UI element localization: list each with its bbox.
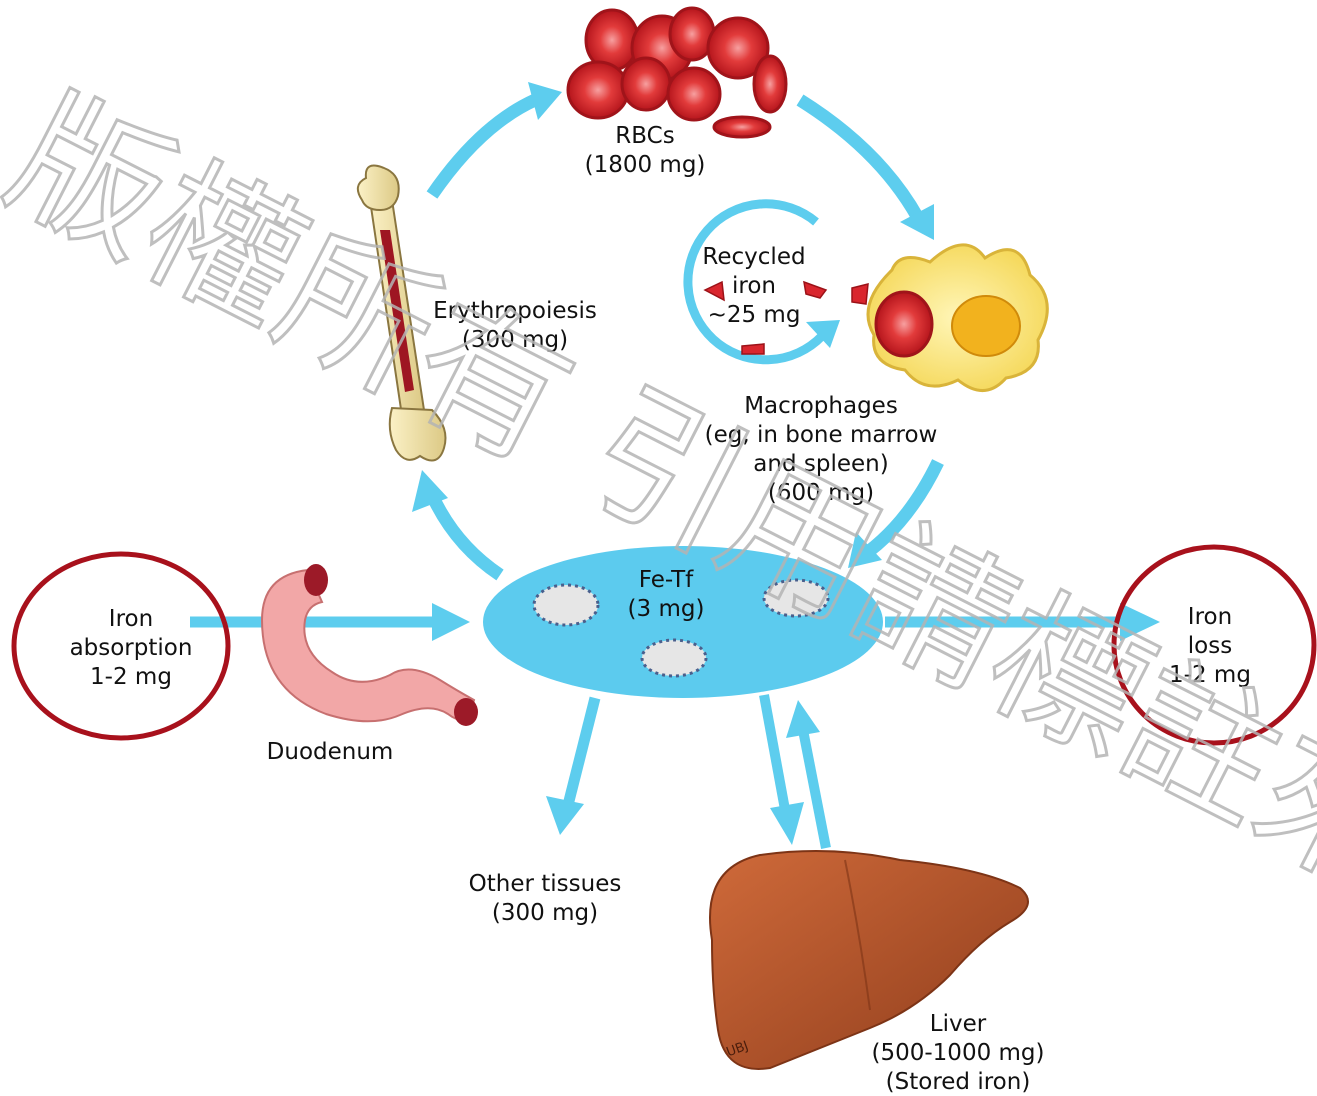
duodenum-opening-bottom [454,698,478,726]
recycled-amount: ~25 mg [684,301,824,330]
other-tissues-title: Other tissues [440,870,650,899]
bone-top-head [358,166,399,210]
bone-bottom-head [390,408,446,461]
rbc-cell [668,68,720,120]
recycled-subtitle: iron [684,272,824,301]
rbcs-amount: (1800 mg) [560,151,730,180]
arrow-fetf-to-erythropoiesis [432,495,500,575]
rbc-cell [754,56,786,112]
rbcs-label: RBCs (1800 mg) [560,122,730,180]
arrow-liver-to-fetf [803,730,826,848]
iron-fragment [852,284,868,304]
macrophages-label: Macrophages (eg, in bone marrow and sple… [676,392,966,508]
loss-subtitle: loss [1150,632,1270,661]
loss-title: Iron [1150,603,1270,632]
cycle-arrows [190,100,1125,848]
engulfed-rbc [876,292,932,356]
other-tissues-amount: (300 mg) [440,899,650,928]
erythropoiesis-amount: (300 mg) [410,326,620,355]
liver-title: Liver [838,1010,1078,1039]
absorption-title: Iron [46,605,216,634]
macrophages-desc-1: (eg, in bone marrow [676,421,966,450]
macrophage-cell [868,245,1047,391]
duodenum-label: Duodenum [250,738,410,767]
iron-fragment [742,344,764,354]
transferrin-molecule [642,640,706,676]
absorption-subtitle: absorption [46,634,216,663]
arrow-fetf-to-other-tissues [568,698,595,805]
arrowhead-other-tissues [546,796,584,835]
transferrin-molecule [764,580,828,616]
duodenum-opening-top [304,564,328,596]
arrow-erythropoiesis-to-rbcs [432,100,535,195]
recycled-iron-label: Recycled iron ~25 mg [684,243,824,330]
arrowhead-liver [770,802,804,845]
recycled-title: Recycled [684,243,824,272]
rbc-cluster [568,8,786,137]
fetf-label: Fe-Tf (3 mg) [606,566,726,624]
transferrin-molecule [534,585,598,625]
loss-amount: 1-2 mg [1150,661,1270,690]
other-tissues-label: Other tissues (300 mg) [440,870,650,928]
fetf-amount: (3 mg) [606,595,726,624]
duodenum-title: Duodenum [250,738,410,767]
macrophages-title: Macrophages [676,392,966,421]
macrophages-desc-2: and spleen) [676,450,966,479]
arrowhead-liver-return [786,700,820,738]
macrophages-amount: (600 mg) [676,479,966,508]
liver-label: Liver (500-1000 mg) (Stored iron) [838,1010,1078,1096]
iron-loss-label: Iron loss 1-2 mg [1150,603,1270,690]
arrow-rbcs-to-macrophages [800,100,918,218]
rbc-cell [622,58,670,110]
iron-absorption-label: Iron absorption 1-2 mg [46,605,216,692]
fetf-title: Fe-Tf [606,566,726,595]
arrowhead-rbcs [528,82,562,120]
rbcs-title: RBCs [560,122,730,151]
arrowhead-absorption [432,603,470,641]
arrow-fetf-to-liver [764,695,786,815]
liver-note: (Stored iron) [838,1068,1078,1096]
rbc-cell [568,62,628,118]
macrophage-nucleus [952,296,1020,356]
erythropoiesis-title: Erythropoiesis [410,297,620,326]
duodenum-organ [262,564,478,726]
absorption-amount: 1-2 mg [46,663,216,692]
erythropoiesis-label: Erythropoiesis (300 mg) [410,297,620,355]
liver-amount: (500-1000 mg) [838,1039,1078,1068]
duodenum-tube [262,570,474,721]
